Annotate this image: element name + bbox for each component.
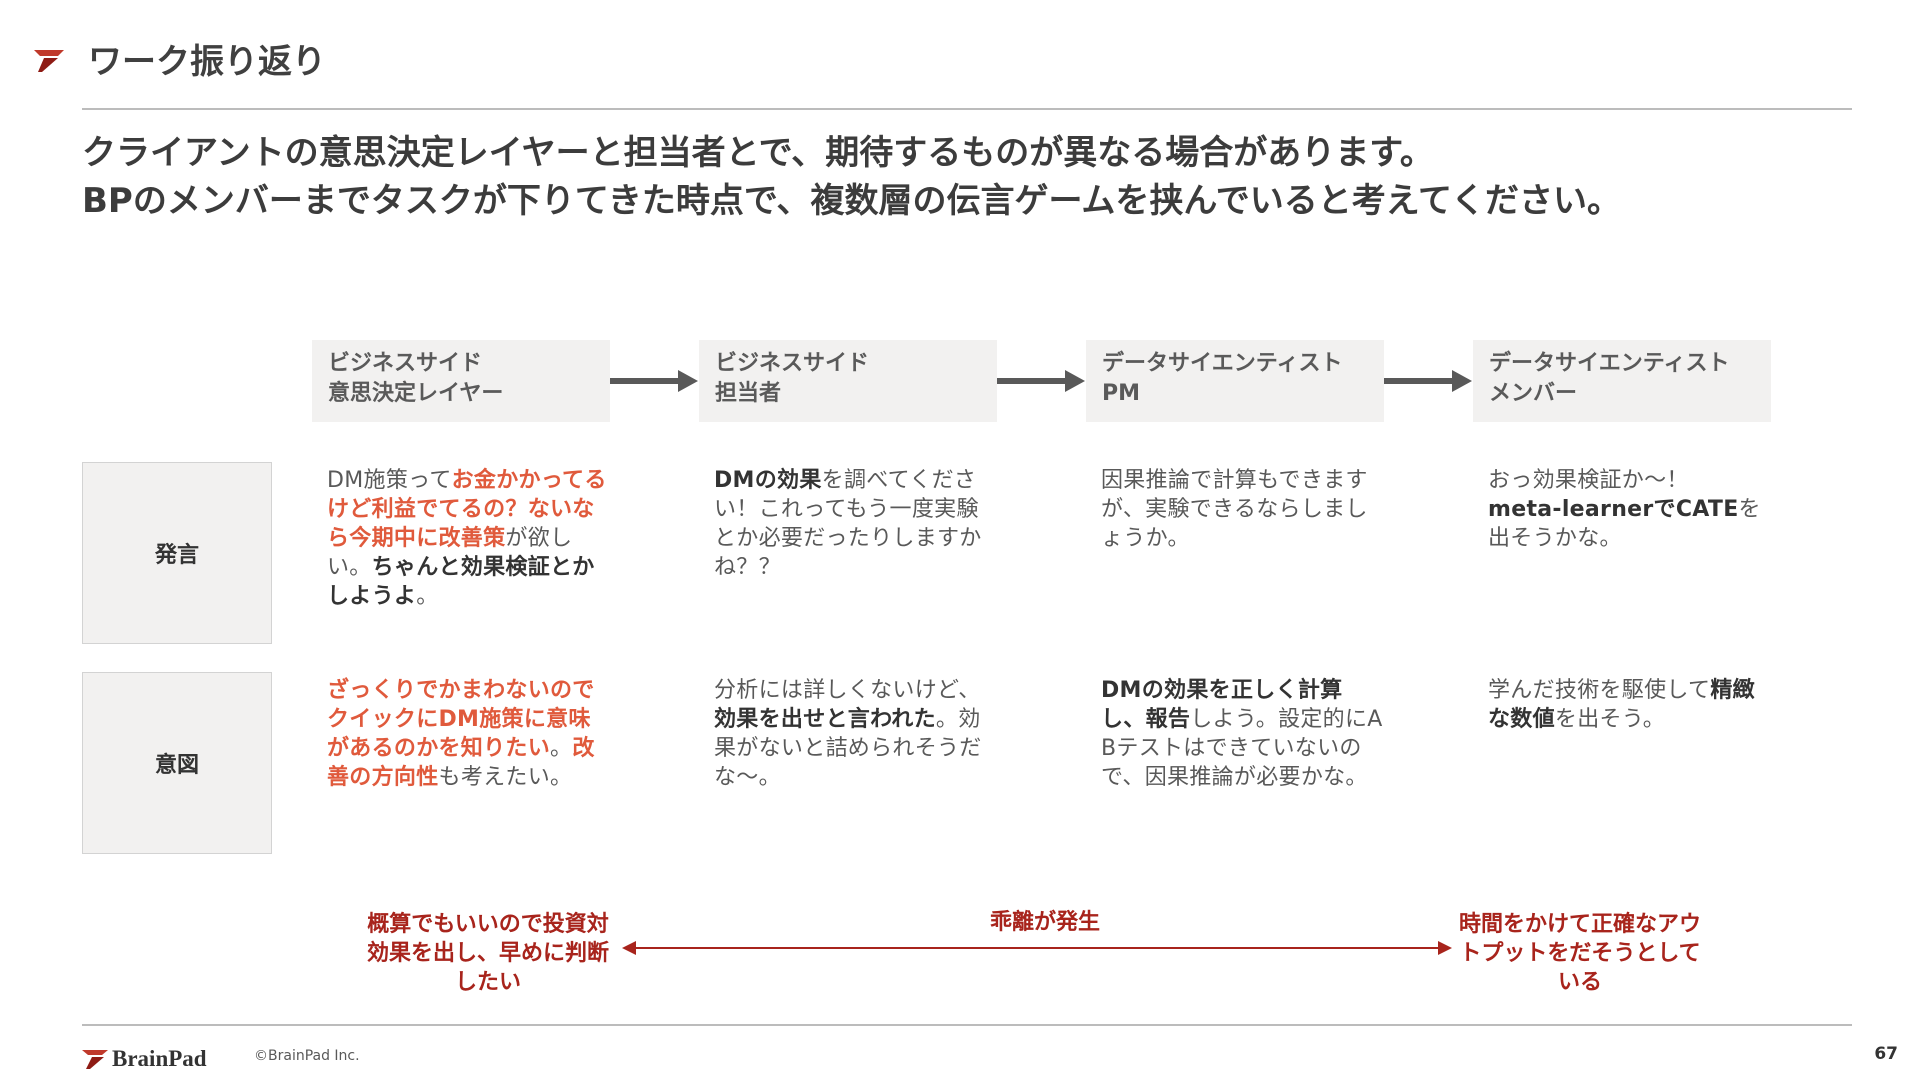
cell-text: を調べてください！これってもう一度実験とか必要だったりしますかね？？ [714, 468, 982, 580]
cell-emphasis: meta-learnerでCATE [1488, 497, 1739, 522]
intent-cell-ds-member: 学んだ技術を駆使して精緻な数値を出そう。 [1488, 676, 1773, 734]
gap-label: 乖離が発生 [989, 910, 1100, 935]
cell-text: 。 [550, 736, 573, 761]
cell-text: 因果推論で計算もできますが、実験できるならしましょうか。 [1101, 468, 1368, 551]
footer-divider [82, 1024, 1852, 1026]
cell-emphasis: 精緻な数値 [1488, 678, 1755, 732]
column-header-line: ビジネスサイド [328, 351, 483, 376]
cell-emphasis: 効果を出せと言われた [714, 707, 936, 732]
copyright-text: ©BrainPad Inc. [254, 1048, 360, 1064]
lead-text-line-1: クライアントの意思決定レイヤーと担当者とで、期待するものが異なる場合があります。 [82, 133, 1434, 173]
cell-emphasis: DMの効果を正しく計算し、報告 [1101, 678, 1343, 732]
brand-name: BrainPad [112, 1046, 207, 1071]
statement-cell-staff: DMの効果を調べてください！これってもう一度実験とか必要だったりしますかね？？ [714, 466, 999, 582]
cell-highlight: お金かかってるけど利益でてるの？ないなら今期中に改善策 [327, 468, 607, 551]
gap-left-text: 概算でもいいので投資対効果を出し、早めに判断したい [366, 912, 609, 995]
cell-text: 。効果がないと詰められそうだな〜。 [714, 707, 982, 790]
column-header-line: データサイエンティスト [1102, 351, 1343, 376]
column-header-ds-pm: データサイエンティスト PM [1086, 340, 1384, 422]
column-header-business-decision: ビジネスサイド 意思決定レイヤー [312, 340, 610, 422]
column-header-business-staff: ビジネスサイド 担当者 [699, 340, 997, 422]
flow-arrow-icon [1384, 370, 1472, 392]
brand-mark-icon [34, 50, 64, 72]
intent-cell-decision: ざっくりでかまわないのでクイックにDM施策に意味があるのかを知りたい。改善の方向… [327, 676, 612, 792]
column-header-line: ビジネスサイド [715, 351, 870, 376]
page-title: ワーク振り返り [88, 42, 326, 82]
cell-text: を出そう。 [1554, 707, 1666, 732]
column-header-line: 意思決定レイヤー [328, 381, 504, 406]
cell-text: が欲しい。 [327, 526, 573, 580]
column-header-line: メンバー [1489, 381, 1578, 406]
page-number: 67 [1874, 1044, 1898, 1064]
cell-text: 学んだ技術を駆使して [1488, 678, 1711, 703]
cell-highlight: 改善の方向性 [327, 736, 595, 790]
statement-cell-ds-member: おっ効果検証か〜！ meta-learnerでCATEを出そうかな。 [1488, 466, 1773, 553]
double-arrow-icon [622, 941, 1452, 955]
cell-text: 分析には詳しくないけど、 [714, 678, 981, 703]
flow-arrow-icon [610, 370, 698, 392]
cell-emphasis: DMの効果 [714, 468, 822, 493]
cell-text: しよう。設定的にABテストはできていないので、因果推論が必要かな。 [1101, 707, 1383, 790]
intent-cell-ds-pm: DMの効果を正しく計算し、報告しよう。設定的にABテストはできていないので、因果… [1101, 676, 1386, 792]
cell-text: 。 [416, 584, 439, 609]
header-divider [82, 108, 1852, 110]
row-label-statement: 発言 [82, 462, 272, 644]
column-header-line: データサイエンティスト [1489, 351, 1730, 376]
column-header-line: PM [1102, 381, 1141, 406]
cell-text: DM施策って [327, 468, 452, 493]
cell-text: おっ効果検証か〜！ [1488, 468, 1689, 493]
statement-cell-decision: DM施策ってお金かかってるけど利益でてるの？ないなら今期中に改善策が欲しい。ちゃ… [327, 466, 612, 611]
cell-text: も考えたい。 [438, 765, 573, 790]
column-header-line: 担当者 [715, 381, 782, 406]
lead-text-line-2: BPのメンバーまでタスクが下りてきた時点で、複数層の伝言ゲームを挟んでいると考え… [82, 181, 1622, 221]
gap-right-text: 時間をかけて正確なアウトプットをだそうとしている [1458, 912, 1701, 995]
flow-arrow-icon [997, 370, 1085, 392]
brainpad-logo: BrainPad [82, 1046, 207, 1071]
column-header-ds-member: データサイエンティスト メンバー [1473, 340, 1771, 422]
cell-text: を出そうかな。 [1488, 497, 1761, 551]
cell-emphasis: ちゃんと効果検証とかしようよ [327, 555, 595, 609]
intent-cell-staff: 分析には詳しくないけど、効果を出せと言われた。効果がないと詰められそうだな〜。 [714, 676, 999, 792]
statement-cell-ds-pm: 因果推論で計算もできますが、実験できるならしましょうか。 [1101, 466, 1386, 553]
cell-highlight: ざっくりでかまわないのでクイックにDM施策に意味があるのかを知りたい [327, 678, 595, 761]
row-label-intent: 意図 [82, 672, 272, 854]
